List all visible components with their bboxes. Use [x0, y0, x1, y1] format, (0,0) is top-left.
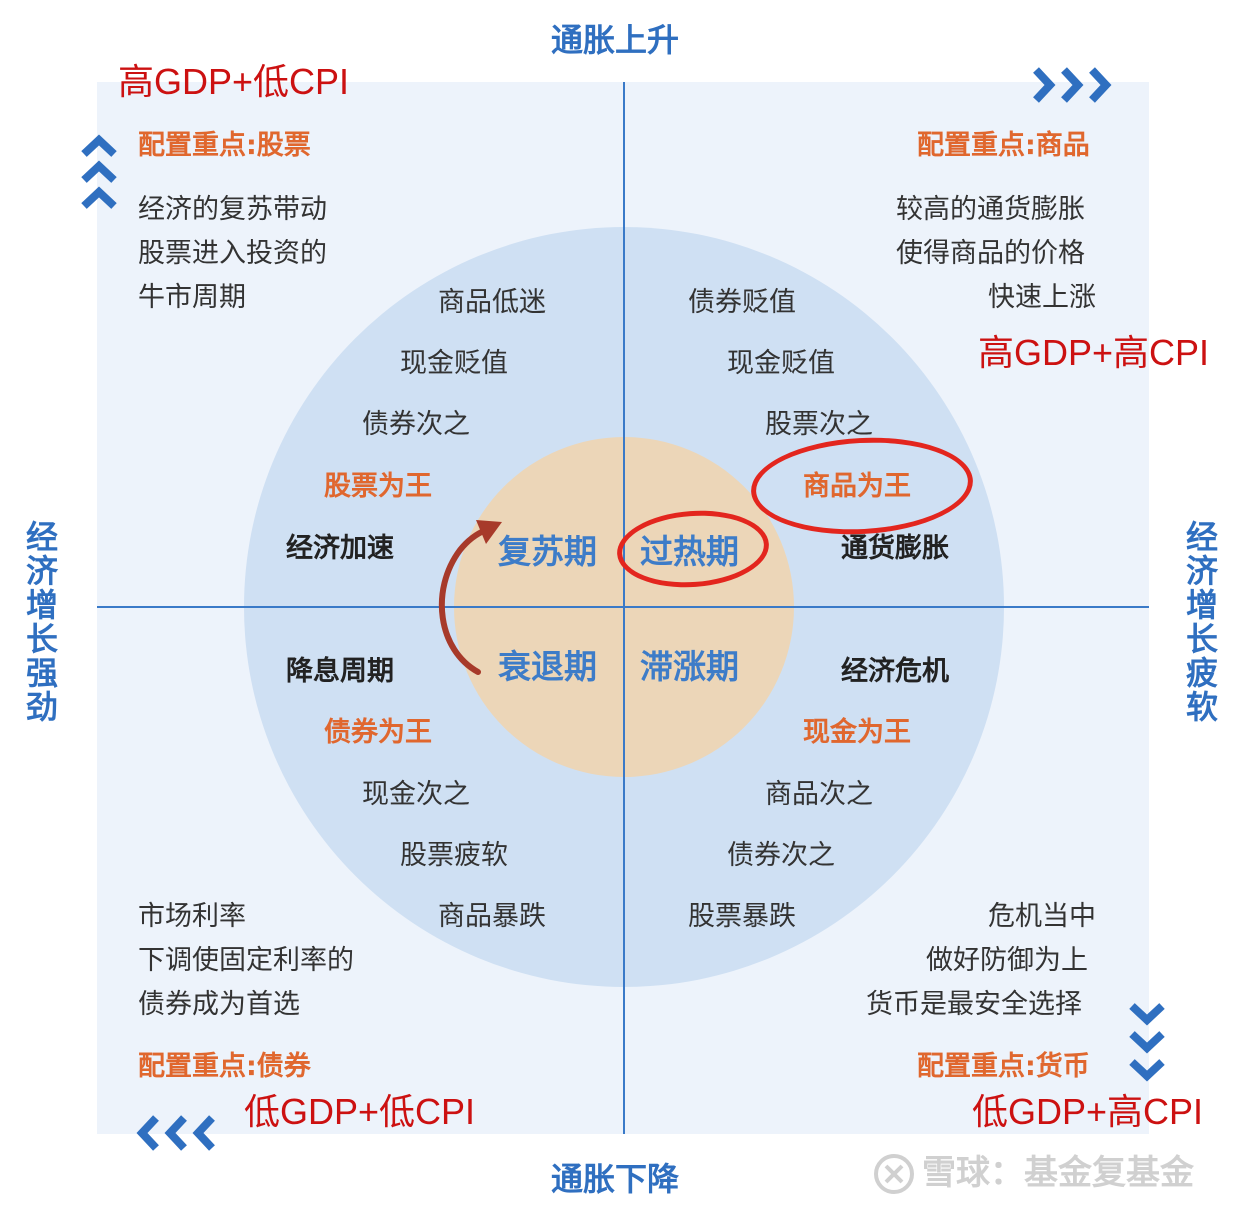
- focus-top-left: 配置重点:股票: [138, 130, 311, 161]
- focus-top-right: 配置重点:商品: [917, 130, 1090, 161]
- axis-bottom-title: 通胀下降: [551, 1160, 680, 1198]
- phase-recession: 衰退期: [498, 647, 597, 686]
- chevron-right-icon: [1033, 67, 1112, 103]
- ring-bottom-right-1: 商品次之: [765, 779, 873, 810]
- desc-top-left-3: 牛市周期: [138, 282, 246, 313]
- king-top-left: 股票为王: [324, 471, 432, 502]
- chevron-down-icon: [1129, 1003, 1165, 1082]
- ring-top-right-1: 债券贬值: [688, 287, 796, 318]
- desc-bottom-right-1: 危机当中: [988, 901, 1096, 932]
- phase-overheat: 过热期: [640, 532, 739, 571]
- annotation-bottom-right: 低GDP+高CPI: [972, 1091, 1204, 1132]
- phase-stagflation: 滞涨期: [640, 647, 739, 686]
- annotation-top-left: 高GDP+低CPI: [118, 61, 350, 102]
- desc-bottom-right-3: 货币是最安全选择: [866, 989, 1082, 1020]
- desc-top-right-3: 快速上涨: [988, 282, 1096, 313]
- ring-bottom-right-2: 债券次之: [727, 840, 835, 871]
- axis-top-title: 通胀上升: [551, 21, 680, 59]
- chevron-up-icon: [81, 134, 117, 209]
- ring-bottom-right-3: 股票暴跌: [688, 901, 796, 932]
- ring-top-right-2: 现金贬值: [727, 348, 835, 379]
- axis-left-title: 经济增长强劲: [21, 520, 59, 724]
- cycle-arrow-icon: [438, 520, 502, 675]
- driver-top-right: 通货膨胀: [841, 533, 949, 564]
- king-bottom-right: 现金为王: [803, 717, 911, 748]
- annotation-top-right: 高GDP+高CPI: [978, 332, 1210, 373]
- ring-top-left-3: 债券次之: [362, 409, 470, 440]
- driver-bottom-left: 降息周期: [286, 656, 394, 687]
- king-bottom-left: 债券为王: [324, 717, 432, 748]
- ring-bottom-left-3: 商品暴跌: [438, 901, 546, 932]
- snowball-logo-icon: [874, 1154, 914, 1194]
- annotation-bottom-left: 低GDP+低CPI: [244, 1091, 476, 1132]
- phase-recovery: 复苏期: [498, 532, 597, 571]
- desc-top-left-1: 经济的复苏带动: [138, 194, 327, 225]
- ring-bottom-left-1: 现金次之: [362, 779, 470, 810]
- focus-bottom-right: 配置重点:货币: [917, 1051, 1090, 1082]
- driver-top-left: 经济加速: [286, 533, 394, 564]
- driver-bottom-right: 经济危机: [841, 656, 949, 687]
- desc-bottom-left-3: 债券成为首选: [138, 989, 300, 1020]
- watermark-text: 雪球：基金复基金: [922, 1153, 1194, 1193]
- desc-top-right-2: 使得商品的价格: [896, 238, 1085, 269]
- focus-bottom-left: 配置重点:债券: [138, 1051, 311, 1082]
- ring-top-right-3: 股票次之: [765, 409, 873, 440]
- desc-bottom-left-2: 下调使固定利率的: [138, 945, 354, 976]
- horizontal-axis: [97, 606, 1149, 608]
- desc-top-right-1: 较高的通货膨胀: [896, 194, 1085, 225]
- ring-top-left-2: 现金贬值: [400, 348, 508, 379]
- king-top-right: 商品为王: [803, 471, 911, 502]
- axis-right-title: 经济增长疲软: [1181, 520, 1219, 724]
- desc-bottom-right-2: 做好防御为上: [926, 945, 1088, 976]
- desc-top-left-2: 股票进入投资的: [138, 238, 327, 269]
- ring-bottom-left-2: 股票疲软: [400, 840, 508, 871]
- ring-top-left-1: 商品低迷: [438, 287, 546, 318]
- desc-bottom-left-1: 市场利率: [138, 901, 246, 932]
- chevron-left-icon: [136, 1115, 215, 1151]
- vertical-axis: [623, 82, 625, 1134]
